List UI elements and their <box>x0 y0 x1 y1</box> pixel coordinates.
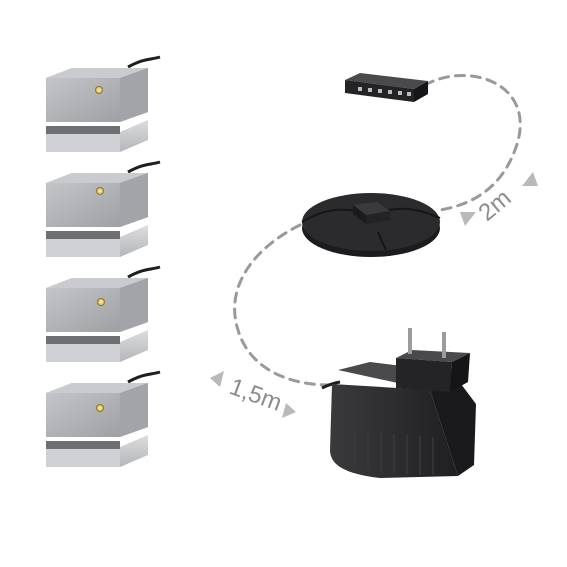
cable-path-upper <box>423 74 522 212</box>
led-lamp-icon <box>46 55 161 152</box>
led-lamp-icon <box>46 370 161 467</box>
arrow-left-icon <box>210 371 224 387</box>
arrow-up-icon <box>522 172 538 186</box>
led-lamp-icon <box>46 265 161 362</box>
arrow-right-icon <box>282 403 296 418</box>
power-adapter-icon <box>321 328 476 478</box>
cable-path-lower <box>233 223 332 387</box>
cable-paths <box>233 74 522 387</box>
cable-length-upper-label: 2m <box>474 184 517 226</box>
arrow-down-icon <box>460 212 476 226</box>
distributor-block-icon <box>345 73 428 102</box>
cable-length-lower-label: 1,5m <box>226 373 285 417</box>
switch-disc-icon <box>301 193 441 257</box>
led-lamp-icon <box>46 160 161 257</box>
euro-plug-icon <box>396 328 470 392</box>
